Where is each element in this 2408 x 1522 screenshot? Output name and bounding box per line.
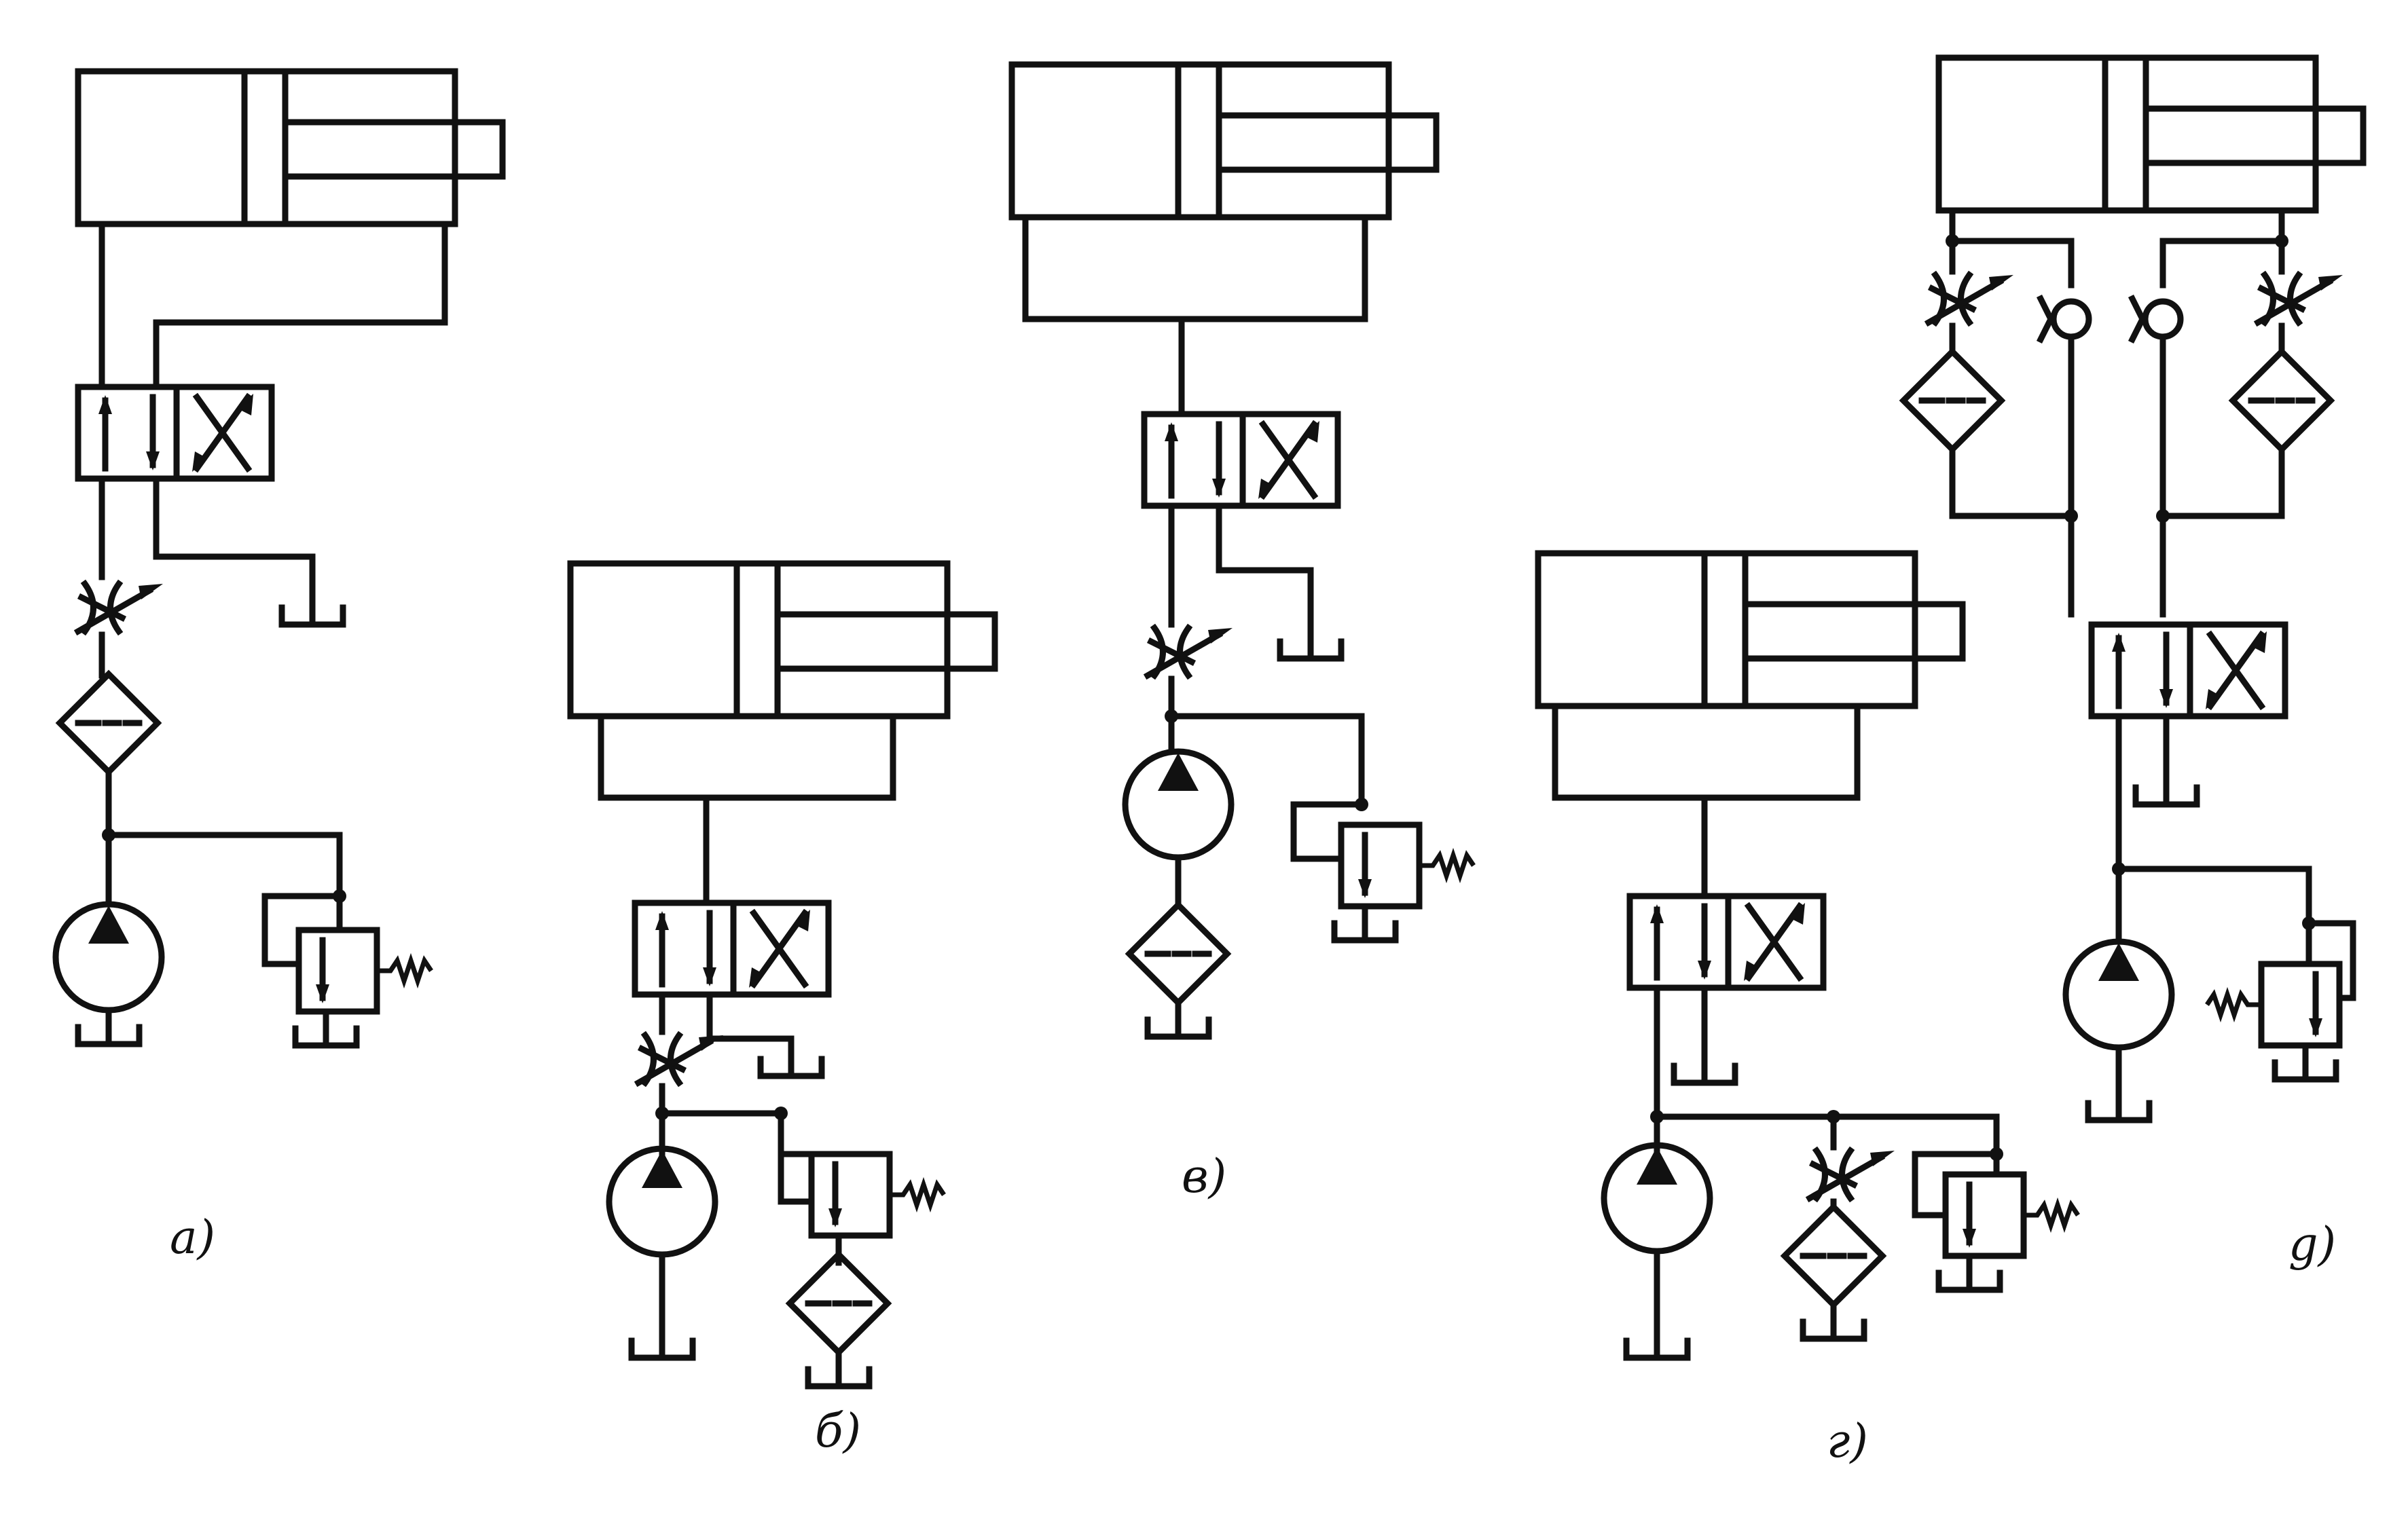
cylinder-icon (1538, 553, 1963, 706)
tank-icon (1148, 1003, 1209, 1037)
tank-icon (1939, 1256, 2000, 1290)
cylinder-icon (1012, 64, 1436, 217)
tank-icon (1626, 1324, 1688, 1358)
throttle-icon (1148, 628, 1233, 675)
cylinder-icon (570, 563, 995, 716)
valve-4-2-icon (1630, 896, 1823, 988)
scheme-d (1903, 58, 2363, 1120)
valve-4-2-icon (635, 903, 828, 995)
pump-icon (1125, 751, 1231, 857)
scheme-b (570, 563, 995, 1386)
tank-icon (1674, 1049, 1735, 1083)
tank-icon (2275, 1045, 2336, 1079)
tank-icon (1803, 1305, 1864, 1339)
tank-icon (2088, 1086, 2149, 1120)
relief-valve-icon (1341, 825, 1474, 906)
filter-icon (2233, 352, 2331, 449)
check-valve-icon (2132, 299, 2181, 339)
filter-icon (60, 674, 158, 772)
scheme-a (56, 71, 503, 1045)
filter-icon (1785, 1207, 1882, 1305)
throttle-icon (78, 584, 163, 631)
tank-icon (2136, 771, 2197, 804)
tank-icon (632, 1324, 693, 1358)
throttle-icon (2258, 275, 2343, 322)
tank-icon (1334, 906, 1395, 940)
valve-4-2-icon (78, 387, 272, 479)
valve-4-2-icon (1144, 414, 1338, 506)
valve-4-2-icon (2092, 625, 2285, 716)
relief-valve-icon (2207, 964, 2339, 1045)
tank-icon (282, 591, 343, 625)
filter-icon (1903, 352, 2001, 449)
filter-icon (1129, 905, 1227, 1003)
pump-icon (2066, 942, 2172, 1047)
cylinder-icon (1939, 58, 2363, 210)
throttle-icon (638, 1035, 723, 1083)
throttle-icon (1810, 1151, 1895, 1198)
pump-icon (1604, 1145, 1710, 1251)
caption-d: g) (2288, 1218, 2337, 1272)
relief-valve-icon (299, 930, 431, 1011)
tank-icon (761, 1042, 822, 1076)
tank-icon (78, 1010, 139, 1044)
tank-icon (1280, 625, 1341, 658)
cylinder-icon (78, 71, 503, 224)
tank-icon (295, 1011, 357, 1045)
caption-v: в) (1182, 1150, 1227, 1204)
check-valve-icon (2041, 299, 2089, 339)
scheme-v (1012, 64, 1474, 1037)
throttle-icon (1929, 275, 2013, 322)
pump-icon (609, 1149, 715, 1255)
scheme-g (1538, 553, 2078, 1358)
pump-icon (56, 904, 162, 1010)
caption-g: г) (1827, 1415, 1868, 1468)
relief-valve-icon (811, 1154, 944, 1236)
caption-a: а) (170, 1211, 216, 1265)
caption-b: б) (815, 1405, 862, 1458)
tank-icon (808, 1352, 869, 1386)
relief-valve-icon (1946, 1174, 2078, 1256)
filter-icon (790, 1255, 888, 1352)
